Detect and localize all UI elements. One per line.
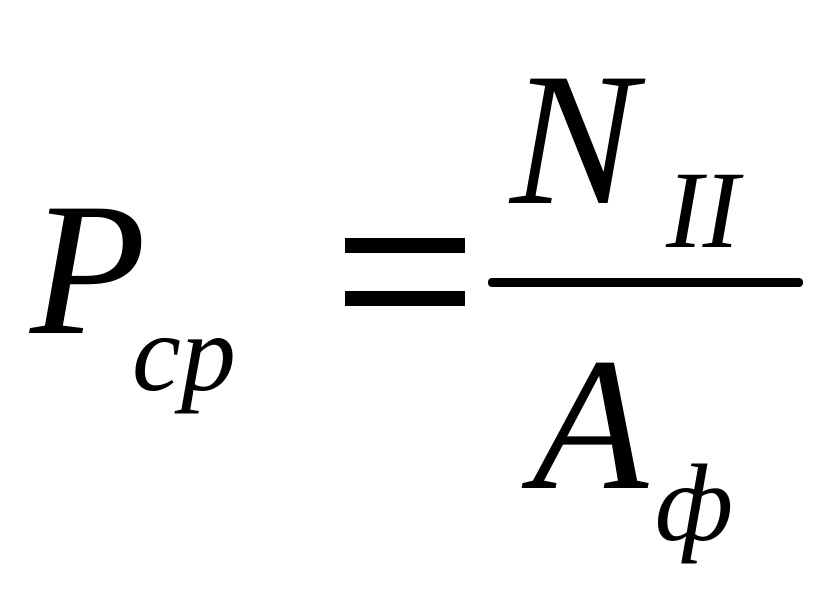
equals-bar-top (345, 238, 465, 253)
fraction-bar (488, 278, 803, 287)
equals-bar-bottom (345, 291, 465, 306)
lhs-subscript: ср (132, 292, 236, 414)
denominator-subscript: ф (655, 442, 734, 564)
numerator-symbol: N (510, 35, 637, 245)
lhs-symbol: P (30, 165, 147, 375)
denominator-symbol: A (532, 320, 649, 530)
numerator-subscript: II (666, 149, 740, 271)
